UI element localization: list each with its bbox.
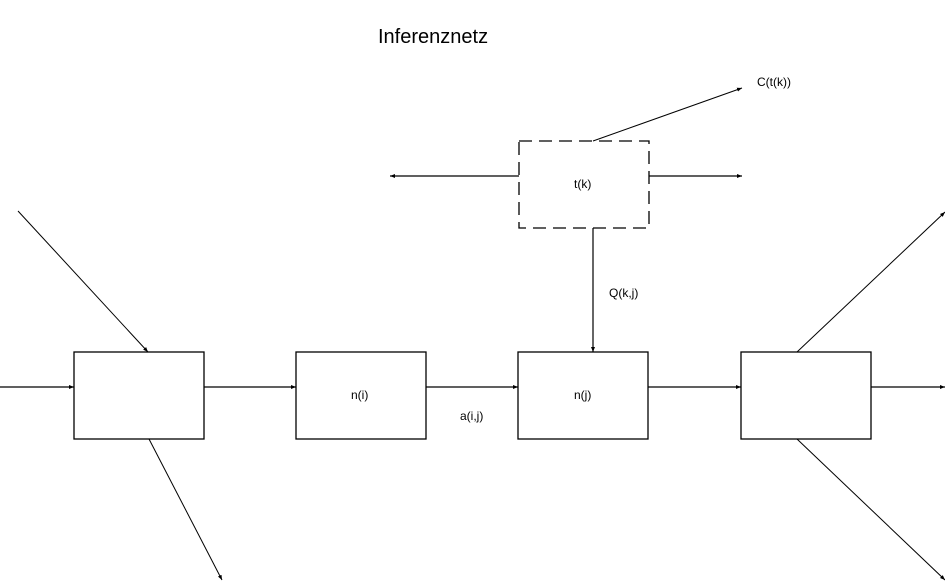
edge-q-k-j-label: Q(k,j) bbox=[609, 286, 638, 300]
edge-outgoing-diagonal-right-down bbox=[796, 438, 945, 581]
edge-c-t-k bbox=[592, 87, 743, 142]
node-t-k-label: t(k) bbox=[574, 177, 591, 191]
edge-incoming-diagonal-left bbox=[17, 210, 149, 353]
node-n-j-label: n(j) bbox=[574, 388, 591, 402]
node-right-box bbox=[740, 351, 872, 440]
node-n-j-box bbox=[517, 351, 649, 440]
node-left-box bbox=[73, 351, 205, 440]
edge-outgoing-diagonal-left bbox=[148, 438, 223, 581]
node-n-i-label: n(i) bbox=[351, 388, 368, 402]
edge-outgoing-diagonal-right-up bbox=[796, 211, 945, 353]
edge-a-i-j-label: a(i,j) bbox=[460, 409, 483, 423]
edge-c-t-k-label: C(t(k)) bbox=[757, 75, 791, 89]
node-n-i-box bbox=[295, 351, 427, 440]
node-t-k-dashed-box bbox=[518, 140, 650, 229]
diagram-title: Inferenznetz bbox=[378, 26, 488, 48]
